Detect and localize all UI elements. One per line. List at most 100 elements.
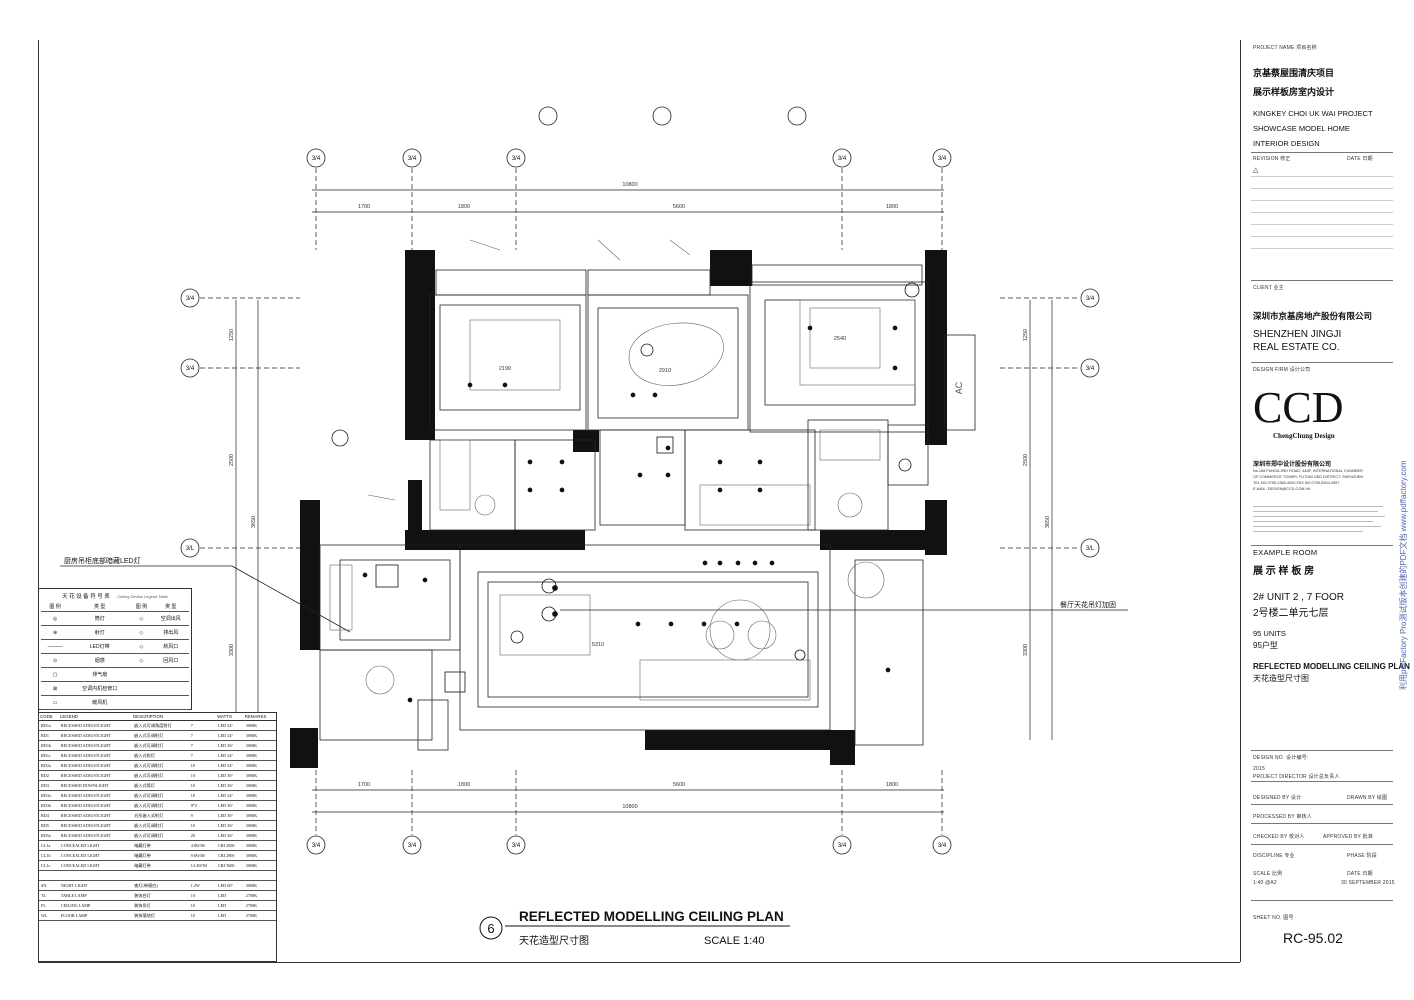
schedule-description: CEILING LAMP [58, 900, 133, 911]
legend-type: 筒灯 [69, 611, 131, 626]
schedule-remark: 3000K [243, 740, 276, 751]
legend-type: 空调内机检修口 [69, 681, 131, 696]
project-en-3: INTERIOR DESIGN [1253, 139, 1320, 148]
schedule-watts: 10 [188, 760, 217, 771]
schedule-code: SN [39, 880, 59, 891]
top-dim: 5600 [673, 204, 685, 210]
schedule-watts: 20 [188, 830, 217, 841]
schedule-beam: CRI 5600 [216, 860, 244, 871]
scale-label: SCALE 比例 [1253, 871, 1283, 877]
schedule-description-cn: 嵌入式可调射灯 [132, 830, 189, 841]
schedule-description: TABLE LAMP [58, 890, 133, 901]
room-cn: 展 示 样 板 房 [1253, 566, 1315, 577]
revision-triangle-icon: △ [1253, 167, 1259, 174]
legend-type: 回风口 [152, 653, 189, 668]
schedule-beam: LED 24° [216, 720, 244, 731]
schedule-description: RECESSED ADJUSTLIGHT [58, 810, 133, 821]
inner-dim: 2540 [834, 336, 846, 342]
schedule-remark: 2700K [243, 890, 276, 901]
schedule-remark: 3000K [243, 770, 276, 781]
phase-label: PHASE 阶段 [1347, 853, 1377, 859]
legend-type: 烟感 [69, 653, 131, 668]
right-dim: 3650 [1045, 516, 1051, 528]
legend-type: 射灯 [69, 625, 131, 640]
overall-dim-bottom: 10800 [622, 804, 637, 810]
scale-value: 1:40 @A2 [1253, 880, 1277, 886]
legend-header: 类 型 [152, 602, 189, 612]
svg-text:3/4: 3/4 [408, 156, 417, 162]
schedule-watts: 9.6W/M [188, 850, 217, 861]
schedule-beam: LED 60° [216, 880, 244, 891]
schedule-description-cn: 嵌入式可调射灯 [132, 800, 189, 811]
ccd-logo-sub: ChengChung Design [1273, 432, 1335, 440]
schedule-header: DESCRIPTION [132, 713, 189, 721]
schedule-beam: LED 24° [216, 730, 244, 741]
legend-title: 天 花 设 备 符 号 表 [62, 594, 110, 600]
schedule-remark: 3000K [243, 760, 276, 771]
svg-text:3/4: 3/4 [1086, 366, 1095, 372]
schedule-remark: 3000K [243, 840, 276, 851]
note-right: 餐厅天花吊灯加固 [1060, 600, 1116, 609]
schedule-remark: 3000K [243, 750, 276, 761]
legend-symbol: ▢ [41, 667, 70, 682]
unit-cn: 2号楼二单元七层 [1253, 608, 1329, 619]
frame-left-line [38, 40, 39, 962]
schedule-description-cn: 装饰落地灯 [132, 910, 189, 921]
unit-en: 2# UNIT 2 , 7 FOOR [1253, 592, 1344, 603]
schedule-description-cn [132, 870, 189, 881]
schedule-code: RD5a [39, 830, 59, 841]
schedule-beam: LED 36° [216, 820, 244, 831]
schedule-description-cn: 嵌入式筒灯 [132, 780, 189, 791]
schedule-beam: LED 24° [216, 750, 244, 761]
schedule-code: TL [39, 890, 59, 901]
schedule-description: RECESSED ADJUSTLIGHT [58, 740, 133, 751]
bottom-dim: 1800 [458, 782, 470, 788]
schedule-description: CONCEALED LIGHT [58, 860, 133, 871]
legend-type: 暖风机 [69, 695, 131, 710]
schedule-code: RD3a [39, 790, 59, 801]
date2-label: DATE 日期 [1347, 871, 1373, 877]
schedule-code: CL1b [39, 850, 59, 861]
schedule-code: RD1a [39, 720, 59, 731]
legend-symbol: ⊙ [41, 653, 70, 668]
schedule-watts: 7 [188, 730, 217, 741]
schedule-code: RD1c [39, 750, 59, 761]
schedule-beam: LED 36° [216, 800, 244, 811]
client-cn: 深圳市京基房地产股份有限公司 [1253, 311, 1373, 321]
schedule-description: RECESSED ADJUSTLIGHT [58, 820, 133, 831]
date2-value: 30 SEPTEMBER 2015 [1341, 880, 1395, 886]
inner-dim: 5310 [592, 642, 604, 648]
schedule-description: RECESSED ADJUSTLIGHT [58, 720, 133, 731]
svg-text:3/4: 3/4 [512, 156, 521, 162]
schedule-remark: 3000K [243, 860, 276, 871]
inner-dim: 2910 [659, 368, 671, 374]
firm-cn: 深圳市郑中设计股份有限公司 [1253, 462, 1332, 468]
schedule-beam: LED [216, 890, 244, 901]
room-label: EXAMPLE ROOM [1253, 548, 1318, 557]
schedule-remark: 3000K [243, 790, 276, 801]
schedule-watts: 4.8W/M [188, 840, 217, 851]
units-en: 95 UNITS [1253, 629, 1286, 638]
schedule-description: CONCEALED LIGHT [58, 840, 133, 851]
disclaimer-lines [1253, 506, 1389, 536]
schedule-watts: 7 [188, 740, 217, 751]
schedule-remark: 3000K [243, 800, 276, 811]
legend-symbol: ◎ [41, 611, 70, 626]
pdf-watermark: 利用pdfFactory Pro测试版本创建的PDF文档 www.pdffact… [1399, 460, 1408, 690]
schedule-remark: 3000K [243, 820, 276, 831]
schedule-code: WL [39, 910, 59, 921]
svg-text:3/L: 3/L [186, 546, 195, 552]
inner-dim: 2190 [499, 366, 511, 372]
schedule-description-cn: 嵌入式可调射灯 [132, 760, 189, 771]
legend-type: 排气扇 [69, 667, 131, 682]
svg-text:3/4: 3/4 [938, 843, 947, 849]
schedule-beam: LED [216, 900, 244, 911]
legend-type [152, 695, 189, 710]
schedule-watts: 9*2 [188, 800, 217, 811]
legend-symbol: ◇ [130, 653, 153, 668]
legend-symbol: ◇ [130, 625, 153, 640]
schedule-remark: 3000K [243, 850, 276, 861]
schedule-header: LEGEND [58, 713, 133, 721]
schedule-description-cn: 嵌入式可调射灯 [132, 740, 189, 751]
